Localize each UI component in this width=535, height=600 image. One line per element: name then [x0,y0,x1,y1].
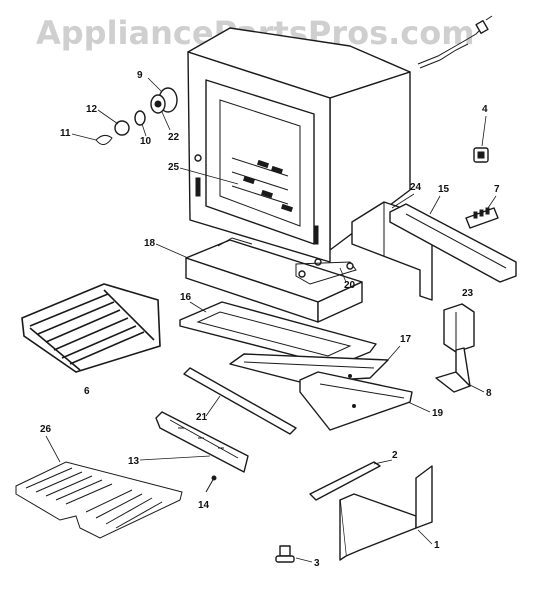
part-23-bracket-box [443,303,475,353]
callout-19: 19 [432,408,444,419]
callout-18: 18 [144,238,156,249]
callout-16: 16 [180,292,192,303]
callout-6: 6 [84,386,90,397]
callout-24: 24 [410,182,422,193]
callout-20: 20 [344,280,356,291]
callout-11: 11 [60,128,71,139]
callout-1: 1 [434,540,440,551]
part-7-terminal-block [465,207,499,229]
part-17-broil-tray [229,353,389,383]
callout-10: 10 [140,136,152,147]
part-15-bracket [389,203,517,283]
callout-3: 3 [314,558,320,569]
callout-22: 22 [168,132,180,143]
callout-13: 13 [128,456,140,467]
lamp-assembly [95,87,178,145]
part-8-corner-bracket [435,347,471,393]
part-3-leveling-leg [275,545,295,563]
callout-26: 26 [40,424,52,435]
callout-17: 17 [400,334,412,345]
callout-2: 2 [392,450,398,461]
part-1-drawer-bracket [339,465,433,561]
callout-23: 23 [462,288,474,299]
part-6-oven-rack [21,283,161,373]
part-26-wire-rack [15,461,183,539]
part-2-rod [309,461,381,501]
callout-8: 8 [486,388,492,399]
part-16-bottom-panel [179,301,377,367]
callout-4: 4 [482,104,488,115]
part-4-switch [473,147,489,163]
part-13-kick-panel [155,411,249,473]
part-19-broiler-pan [299,371,413,431]
power-cord [417,15,493,69]
callout-12: 12 [86,104,98,115]
part-18-insulation [185,239,363,323]
part-14-screw [205,475,217,493]
callout-15: 15 [438,184,450,195]
oven-cavity [187,27,411,266]
callout-9: 9 [137,70,143,81]
part-21-trim [183,367,297,435]
part-20-bracket [217,237,357,285]
callout-25: 25 [168,162,180,173]
callout-21: 21 [196,412,208,423]
callout-14: 14 [198,500,210,511]
callout-7: 7 [494,184,500,195]
